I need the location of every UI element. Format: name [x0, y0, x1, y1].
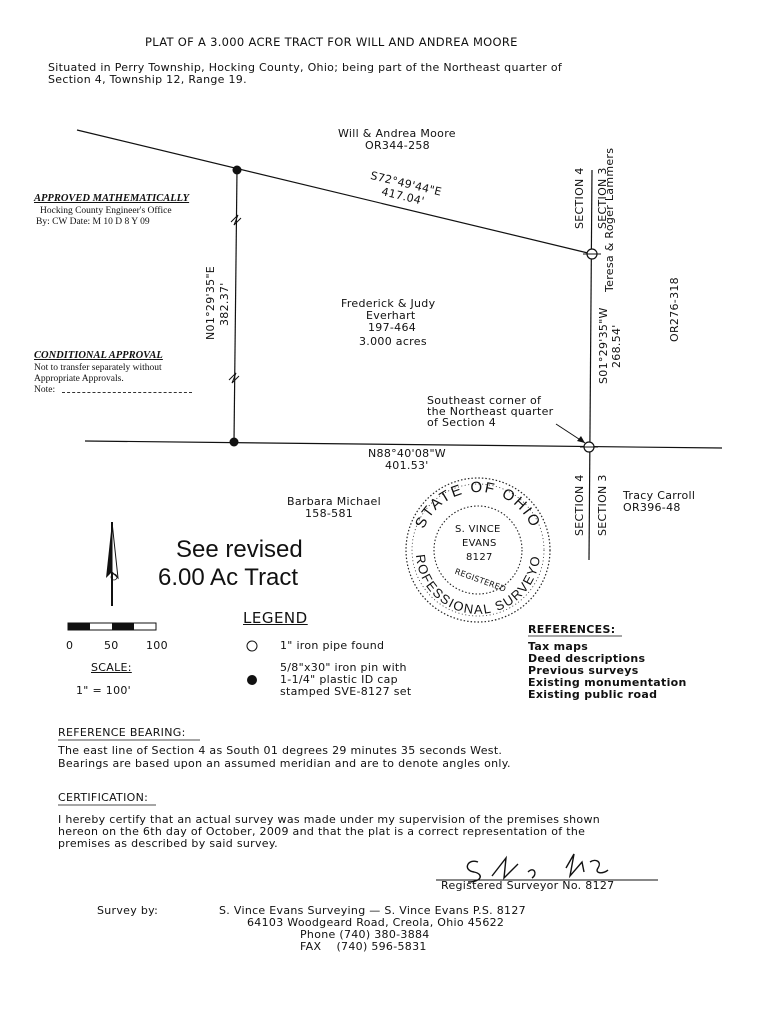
scale-tick-0: 0: [66, 639, 74, 652]
section-3-label-south: SECTION 3: [596, 474, 609, 536]
note-line: [62, 392, 192, 393]
seal-name-line-1: S. VINCE: [455, 524, 501, 535]
legend-item-1-text: 1" iron pipe found: [280, 639, 385, 652]
legend-title: LEGEND: [243, 609, 308, 627]
section-4-label-north: SECTION 4: [573, 167, 586, 229]
tract-owner-surname: Everhart: [366, 309, 416, 322]
survey-by-fax: FAX (740) 596-5831: [300, 940, 427, 953]
iron-pin-set: [232, 165, 242, 175]
survey-by-company: S. Vince Evans Surveying — S. Vince Evan…: [219, 904, 526, 917]
signature-caption: Registered Surveyor No. 8127: [441, 879, 615, 892]
corner-note-line-2: the Northeast quarter: [427, 405, 554, 418]
iron-pin-set: [229, 437, 239, 447]
reference-bearing-line-1: The east line of Section 4 as South 01 d…: [58, 744, 503, 757]
seal-name-line-2: EVANS: [462, 538, 497, 549]
legend-filled-circle-icon: [247, 675, 257, 685]
reference-item: Existing public road: [528, 688, 658, 701]
tract-acreage: 3.000 acres: [359, 335, 427, 348]
north-boundary-line: [76, 129, 593, 255]
tract-deed: 197-464: [368, 321, 417, 334]
revised-note-line-2: 6.00 Ac Tract: [158, 564, 299, 591]
southeast-owner-deed: OR396-48: [623, 501, 681, 514]
south-owner-name: Barbara Michael: [287, 495, 381, 508]
approved-office: Hocking County Engineer's Office: [40, 206, 172, 216]
approved-by: By: CW Date: M 10 D 8 Y 09: [36, 217, 150, 227]
break-symbol: [230, 214, 242, 226]
north-owner-name: Will & Andrea Moore: [338, 127, 456, 140]
scale-bar: [67, 622, 157, 631]
southeast-owner-name: Tracy Carroll: [623, 489, 696, 502]
approved-heading: APPROVED MATHEMATICALLY: [34, 193, 190, 204]
section-line: [588, 169, 593, 561]
certification-title: CERTIFICATION:: [58, 791, 149, 804]
seal-license-number: 8127: [466, 552, 493, 563]
certification-line-2: hereon on the 6th day of October, 2009 a…: [58, 825, 586, 838]
west-line-bearing: N01°29'35"E: [204, 265, 217, 340]
corner-note-line-3: of Section 4: [427, 416, 497, 429]
reference-item: Tax maps: [528, 640, 589, 653]
revised-note-line-1: See revised: [176, 536, 303, 563]
reference-item: Previous surveys: [528, 664, 639, 677]
conditional-heading: CONDITIONAL APPROVAL: [34, 350, 163, 361]
legend-item-2-line-2: 1-1/4" plastic ID cap: [280, 673, 398, 686]
conditional-line-1: Not to transfer separately without: [34, 363, 162, 373]
section-4-label-south: SECTION 4: [573, 474, 586, 536]
west-boundary-line: [233, 169, 238, 443]
certification-line-1: I hereby certify that an actual survey w…: [58, 813, 601, 826]
certification-line-3: premises as described by said survey.: [58, 837, 278, 850]
east-line-distance: 268.54': [610, 324, 623, 368]
conditional-note: Note:: [34, 385, 56, 395]
scale-tick-100: 100: [146, 639, 168, 652]
south-boundary-line: [84, 440, 723, 449]
legend-open-circle-icon: [246, 640, 258, 652]
situated-line-1: Situated in Perry Township, Hocking Coun…: [48, 61, 563, 74]
west-line-distance: 382.37': [218, 282, 231, 326]
east-owner-deed: OR276-318: [668, 277, 681, 342]
north-owner-deed: OR344-258: [365, 139, 430, 152]
conditional-line-2: Appropriate Approvals.: [34, 374, 124, 384]
legend-item-2-line-1: 5/8"x30" iron pin with: [280, 661, 407, 674]
south-line-bearing: N88°40'08"W: [368, 447, 446, 460]
scale-ratio: 1" = 100': [76, 684, 131, 697]
survey-by-label: Survey by:: [97, 904, 159, 917]
reference-item: Existing monumentation: [528, 676, 687, 689]
east-line-bearing: S01°29'35"W: [597, 307, 610, 384]
plat-title: PLAT OF A 3.000 ACRE TRACT FOR WILL AND …: [145, 35, 518, 49]
scale-tick-50: 50: [104, 639, 119, 652]
reference-bearing-title: REFERENCE BEARING:: [58, 726, 186, 739]
south-owner-deed: 158-581: [305, 507, 354, 520]
corner-note-line-1: Southeast corner of: [427, 394, 542, 407]
tract-owner-name: Frederick & Judy: [341, 297, 436, 310]
situated-line-2: Section 4, Township 12, Range 19.: [48, 73, 247, 86]
south-line-distance: 401.53': [385, 459, 429, 472]
survey-by-phone: Phone (740) 380-3884: [300, 928, 430, 941]
scale-label: SCALE:: [91, 661, 132, 674]
surveyor-signature: [436, 853, 658, 883]
survey-by-address: 64103 Woodgeard Road, Creola, Ohio 45622: [247, 916, 505, 929]
section-3-label-north: SECTION 3: [596, 167, 609, 229]
reference-item: Deed descriptions: [528, 652, 646, 665]
legend-item-2-line-3: stamped SVE-8127 set: [280, 685, 412, 698]
break-symbol: [228, 372, 240, 384]
north-arrow-icon: [106, 521, 119, 606]
reference-bearing-line-2: Bearings are based upon an assumed merid…: [58, 757, 511, 770]
references-title: REFERENCES:: [528, 623, 616, 636]
